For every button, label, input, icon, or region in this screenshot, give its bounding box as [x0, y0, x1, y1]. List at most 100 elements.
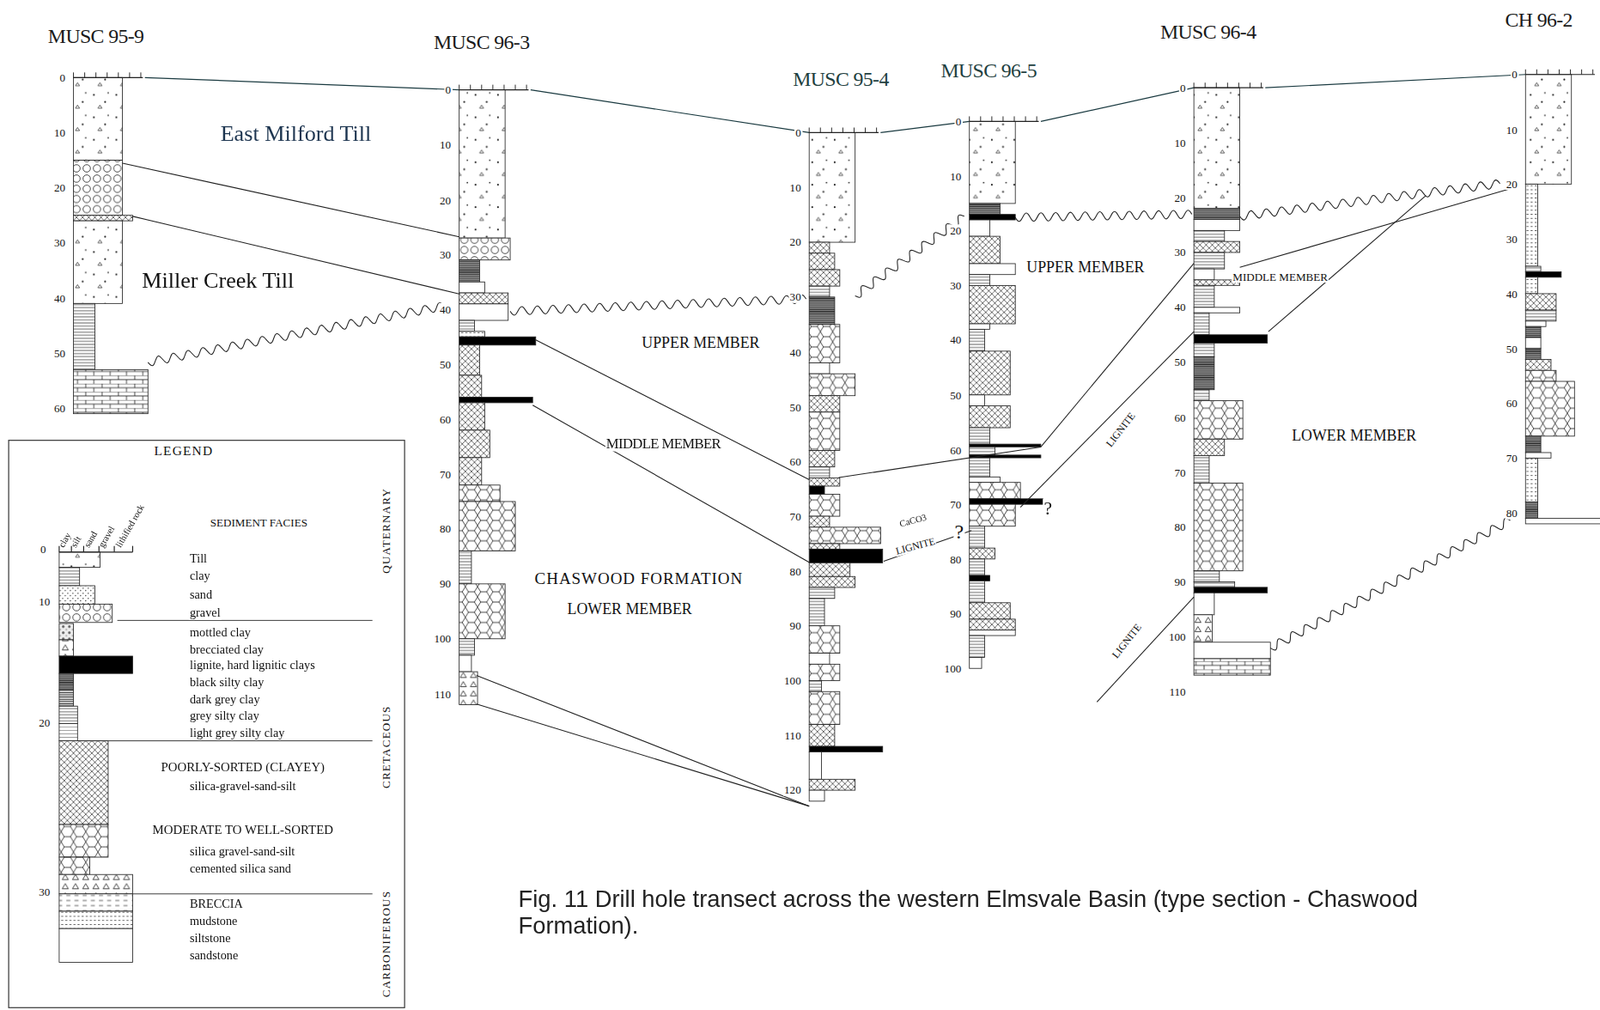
facies-bed [1193, 642, 1271, 659]
period-label: CRETACEOUS [379, 704, 392, 790]
facies-bed [459, 237, 511, 261]
depth-number: 100 [942, 662, 962, 675]
facies-bed [73, 160, 123, 216]
scale-tick [1536, 69, 1538, 75]
facies-bed [809, 516, 830, 528]
facies-bed [969, 274, 991, 286]
facies-bed [1193, 401, 1243, 440]
facies-bed [459, 485, 501, 502]
depth-number: 80 [1505, 506, 1519, 519]
facies-bed [1193, 592, 1215, 615]
hole-name: MUSC 96-4 [1159, 20, 1258, 43]
depth-number: 50 [788, 400, 802, 413]
drill-column [809, 127, 883, 802]
facies-bed [969, 444, 1041, 447]
legend-entry: brecciated clay [188, 643, 265, 658]
correlation-line [476, 675, 810, 807]
facies-bed [1525, 271, 1562, 277]
scale-tick [1238, 82, 1240, 88]
scale-tick [842, 127, 844, 134]
unit-label: UPPER MEMBER [1025, 258, 1146, 276]
facies-bed [969, 328, 986, 351]
unit-label: East Milford Till [219, 121, 372, 147]
depth-number: 90 [788, 619, 802, 632]
drill-column [1525, 69, 1600, 524]
facies-bed [969, 351, 1011, 396]
facies-bed [969, 406, 1011, 428]
facies-bed [1193, 285, 1215, 308]
facies-bed [969, 602, 1011, 620]
ground-line [1040, 87, 1194, 122]
facies-bed [1525, 183, 1538, 267]
depth-number: 20 [438, 193, 452, 206]
legend-sample [59, 689, 74, 706]
hole-name: MUSC 95-4 [791, 66, 890, 90]
facies-bed [1193, 658, 1271, 676]
facies-bed [809, 548, 883, 563]
facies-bed [809, 253, 835, 270]
facies-bed [1525, 381, 1575, 437]
facies-bed [809, 269, 840, 286]
ground-line [145, 77, 460, 90]
facies-bed [809, 412, 840, 451]
unconformities [147, 180, 1510, 651]
facies-bed [1193, 334, 1268, 344]
facies-bed [459, 260, 481, 283]
depth-number: 30 [438, 248, 452, 261]
depth-number: 90 [438, 577, 452, 591]
facies-bed [1525, 293, 1557, 311]
unit-label: MIDDLE MEMBER [605, 436, 723, 452]
facies-bed [459, 655, 472, 672]
legend-sample [59, 552, 101, 568]
facies-bed [1525, 348, 1541, 360]
facies-bed [459, 550, 472, 584]
unit-label: LOWER MEMBER [565, 601, 693, 619]
facies-bed [73, 220, 123, 304]
period-divider [76, 740, 373, 742]
depth-number: 50 [53, 346, 67, 359]
facies-bed [809, 297, 835, 325]
hole-name: MUSC 96-3 [432, 30, 531, 54]
legend-sample [59, 623, 74, 640]
scale-tick [809, 127, 810, 134]
facies-bed [809, 724, 835, 748]
facies-bed [459, 281, 486, 293]
facies-bed [969, 504, 1016, 526]
facies-bed [1193, 455, 1210, 483]
unit-label: CHASWOOD FORMATION [533, 569, 744, 588]
legend-entry: black silty clay [188, 675, 266, 690]
facies-bed [1193, 219, 1240, 232]
unit-label: LIGNITE [1102, 409, 1138, 451]
figure-caption: Fig. 11 Drill hole transect across the w… [518, 885, 1519, 940]
depth-number: 40 [788, 345, 802, 358]
depth-number: 20 [1505, 177, 1519, 190]
facies-bed [1525, 370, 1557, 382]
period-label: CARBONIFEROUS [379, 889, 392, 999]
unit-label: ? [953, 520, 965, 543]
facies-bed [969, 635, 986, 658]
facies-bed [809, 395, 840, 413]
unit-label: LOWER MEMBER [1290, 427, 1418, 445]
facies-bed [969, 457, 991, 477]
depth-number: 70 [1173, 465, 1187, 478]
scale-tick [458, 85, 460, 91]
facies-bed [809, 680, 822, 692]
facies-bed [969, 580, 986, 603]
depth-number: 20 [1173, 191, 1187, 204]
legend-entry: BRECCIA [188, 897, 244, 912]
scale-tick [469, 85, 471, 91]
ground-line [530, 90, 810, 134]
depth-number: 10 [53, 126, 67, 139]
depth-number: 90 [949, 607, 962, 620]
facies-bed [1193, 571, 1220, 583]
depth-number: 20 [788, 236, 802, 249]
correlation-line [532, 405, 810, 563]
correlation-lines [122, 163, 1511, 807]
facies-bed [1193, 268, 1215, 280]
facies-bed [1525, 501, 1538, 518]
facies-bed [1193, 389, 1210, 402]
period-label: QUATERNARY [379, 486, 392, 575]
facies-bed [809, 663, 840, 681]
depth-number: 0 [58, 71, 67, 84]
scale-bar [459, 89, 530, 91]
